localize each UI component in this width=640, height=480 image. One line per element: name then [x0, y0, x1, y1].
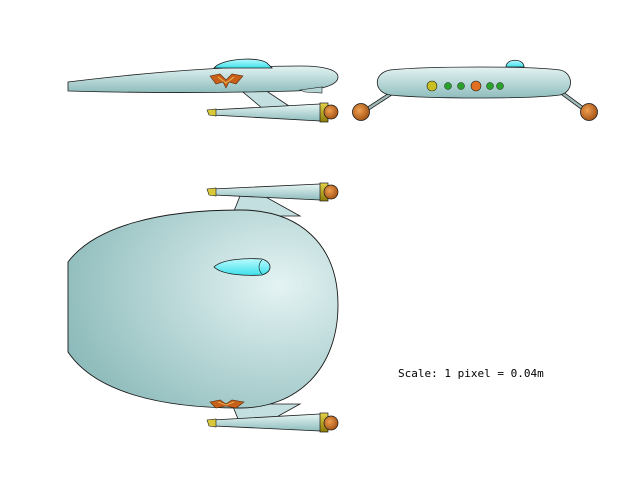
- top-nacelle-upper-tip: [323, 184, 339, 200]
- top-canopy: [213, 258, 271, 276]
- top-saucer: [67, 209, 339, 409]
- front-light-orange: [470, 80, 482, 92]
- top-view: [67, 182, 339, 433]
- front-nacelle-left: [352, 103, 370, 121]
- side-emblem: [209, 73, 244, 89]
- front-dome: [505, 59, 525, 68]
- side-nacelle-front: [206, 108, 217, 117]
- front-view: [352, 59, 598, 121]
- top-nacelle-upper: [211, 183, 327, 201]
- front-nacelle-right: [580, 103, 598, 121]
- side-canopy: [213, 58, 273, 69]
- side-view: [67, 58, 339, 123]
- front-light-green-4: [496, 82, 504, 90]
- front-light-green-1: [444, 82, 452, 90]
- side-hull: [67, 65, 339, 93]
- top-nacelle-lower: [211, 413, 327, 432]
- front-light-yellow: [426, 80, 438, 92]
- side-nacelle: [209, 103, 327, 122]
- scale-caption: Scale: 1 pixel = 0.04m: [398, 367, 544, 380]
- top-nacelle-lower-tip: [323, 415, 339, 431]
- front-light-green-3: [486, 82, 494, 90]
- top-emblem: [209, 399, 245, 409]
- side-aft-fin: [298, 86, 323, 94]
- front-light-green-2: [457, 82, 465, 90]
- side-nacelle-tip: [323, 104, 339, 120]
